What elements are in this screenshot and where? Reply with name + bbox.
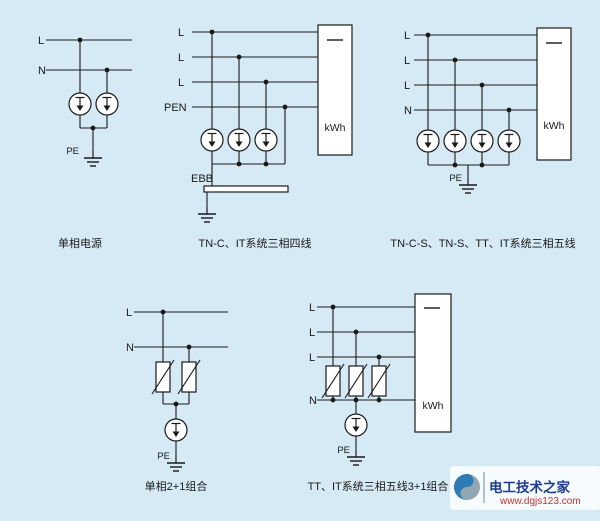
kwh-meter: kWh <box>317 24 353 156</box>
line-label-pen: PEN <box>164 102 187 114</box>
line-label-n: N <box>309 395 317 407</box>
d3-junction-dots <box>425 32 512 168</box>
d4-junction-dots <box>160 309 192 407</box>
diagram-caption: TT、IT系统三相五线3+1组合 <box>308 479 449 493</box>
line-label-l3: L <box>309 352 315 364</box>
d1-wires <box>46 39 132 150</box>
d3-wires <box>414 34 537 177</box>
diagram-caption: TN-C-S、TN-S、TT、IT系统三相五线 <box>390 236 575 250</box>
d5-junction-dots <box>330 304 382 403</box>
line-label-l3: L <box>178 77 184 89</box>
watermark-logo-icon <box>454 474 480 500</box>
spd-arrester-icon <box>416 129 440 153</box>
spd-arrester-icon <box>443 129 467 153</box>
diagram-tt-3plus1: kWh L L L N PE TT、IT系统三相五线3+1组合 <box>308 293 452 493</box>
line-label-n: N <box>38 65 46 77</box>
varistor-icon <box>151 359 175 395</box>
line-label-l3: L <box>404 80 410 92</box>
varistor-icon <box>344 363 368 399</box>
line-label-l2: L <box>404 55 410 67</box>
line-label-l1: L <box>404 30 410 42</box>
diagram-caption: 单相电源 <box>58 236 102 250</box>
ebb-busbar <box>203 185 289 193</box>
varistor-icon <box>177 359 201 395</box>
spd-arrester-icon <box>470 129 494 153</box>
spd-arrester-icon <box>344 413 368 437</box>
spd-arrester-icon <box>164 418 188 442</box>
d1-junction-dots <box>77 37 110 131</box>
d4-wires <box>134 311 228 455</box>
watermark-backing <box>450 466 600 510</box>
line-label-l2: L <box>178 52 184 64</box>
pe-label: PE <box>66 146 79 157</box>
diagram-caption: TN-C、IT系统三相四线 <box>198 236 311 250</box>
diagram-single-phase: L N PE 单相电源 <box>38 35 132 250</box>
spd-arrester-icon <box>227 128 251 152</box>
d2-wires <box>192 31 318 206</box>
spd-arrester-icon <box>95 92 119 116</box>
watermark-url: www.dgjs123.com <box>499 496 581 507</box>
kwh-label: kWh <box>544 120 565 132</box>
kwh-label: kWh <box>423 400 444 412</box>
pe-label: PE <box>157 451 170 462</box>
pe-label: PE <box>337 445 350 456</box>
line-label-l: L <box>38 35 44 47</box>
spd-arrester-icon <box>200 128 224 152</box>
kwh-meter: kWh <box>414 293 452 433</box>
diagram-single-phase-2plus1: L N PE 单相2+1组合 <box>126 307 228 493</box>
pe-label: PE <box>449 173 462 184</box>
spd-arrester-icon <box>254 128 278 152</box>
spd-arrester-icon <box>68 92 92 116</box>
ebb-label: EBB <box>191 173 213 185</box>
watermark: 电工技术之家 www.dgjs123.com <box>450 466 600 510</box>
kwh-label: kWh <box>325 122 346 134</box>
line-label-l1: L <box>178 27 184 39</box>
spd-arrester-icon <box>497 129 521 153</box>
line-label-l2: L <box>309 327 315 339</box>
varistor-icon <box>367 363 391 399</box>
d2-junction-dots <box>209 29 288 167</box>
varistor-icon <box>321 363 345 399</box>
line-label-n: N <box>404 105 412 117</box>
diagram-caption: 单相2+1组合 <box>145 479 208 493</box>
line-label-l: L <box>126 307 132 319</box>
line-label-l1: L <box>309 302 315 314</box>
diagram-tns-three-phase-five-wire: kWh L L L N PE TN-C-S、TN-S、TT、IT系统三相五线 <box>390 27 576 250</box>
watermark-title: 电工技术之家 <box>489 479 570 495</box>
kwh-meter: kWh <box>536 27 572 161</box>
earth-ground-icon <box>197 205 217 223</box>
diagram-tnc-three-phase-four-wire: kWh L L L PEN EBB TN-C、IT系统三相四线 <box>164 24 353 250</box>
line-label-n: N <box>126 342 134 354</box>
earth-ground-icon <box>83 149 103 167</box>
